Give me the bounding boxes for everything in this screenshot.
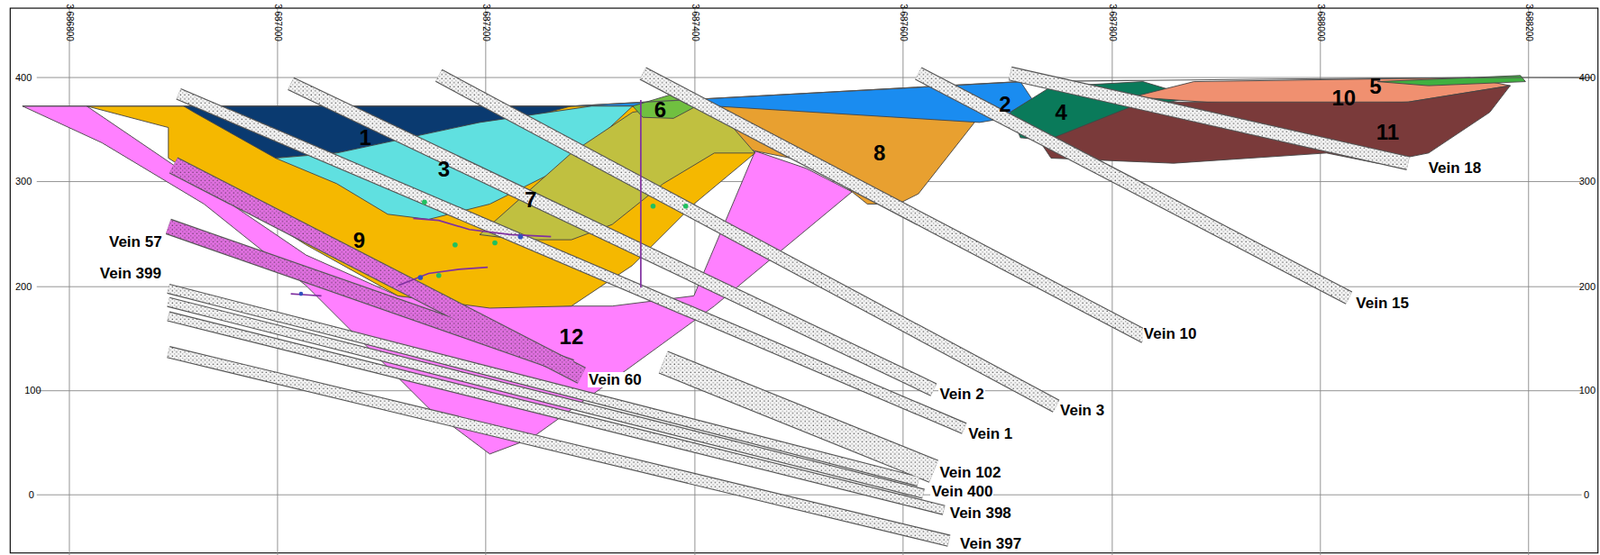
vein-label: Vein 398 (949, 505, 1013, 522)
elevation-label: 400 (15, 73, 32, 83)
vein-label: Vein 10 (1142, 326, 1198, 342)
zone-number: 4 (1055, 101, 1068, 124)
zone-number: 8 (873, 142, 886, 165)
axis-coordinate: 3 688200 (1524, 3, 1534, 42)
axis-coordinate: 3 686800 (64, 3, 74, 42)
zone-number: 7 (524, 189, 537, 211)
vein-label: Vein 15 (1354, 295, 1410, 311)
vein-label: Vein 18 (1427, 160, 1483, 176)
elevation-label: 400 (1579, 73, 1596, 83)
vein-label: Vein 399 (99, 265, 163, 282)
vein-label: Vein 102 (938, 465, 1002, 481)
elevation-label: 100 (24, 385, 41, 396)
axis-coordinate: 3 687800 (1107, 3, 1117, 42)
zone-number: 6 (654, 99, 667, 121)
vein-label: Vein 60 (587, 372, 643, 388)
axis-coordinate: 3 687600 (898, 3, 908, 42)
vein-label: Vein 2 (938, 386, 985, 403)
axis-coordinate: 3 688000 (1316, 3, 1326, 42)
vein-label: Vein 400 (930, 484, 994, 500)
axis-coordinate: 3 687000 (273, 3, 283, 42)
vein-label: Vein 397 (959, 536, 1023, 552)
vein-label: Vein 1 (967, 426, 1014, 442)
vein-label: Vein 3 (1059, 402, 1106, 419)
zone-number: 5 (1369, 75, 1381, 98)
zone-number: 10 (1332, 87, 1357, 110)
zone-number: 9 (353, 229, 366, 252)
zone-number: 1 (359, 127, 372, 149)
vein-label: Vein 57 (108, 234, 164, 250)
axis-coordinate: 3 687200 (481, 3, 491, 42)
elevation-label: 100 (1579, 385, 1596, 396)
elevation-label: 300 (1579, 176, 1596, 187)
axis-coordinate: 3 687400 (690, 3, 700, 42)
elevation-label: 300 (15, 176, 32, 187)
zone-number: 11 (1376, 121, 1399, 144)
zone-number: 3 (438, 158, 450, 181)
elevation-label: 0 (28, 490, 35, 501)
zone-number: 12 (559, 326, 585, 348)
zone-number: 2 (998, 93, 1011, 116)
elevation-label: 200 (1579, 282, 1596, 293)
elevation-label: 200 (15, 282, 32, 293)
elevation-label: 0 (1583, 490, 1590, 501)
